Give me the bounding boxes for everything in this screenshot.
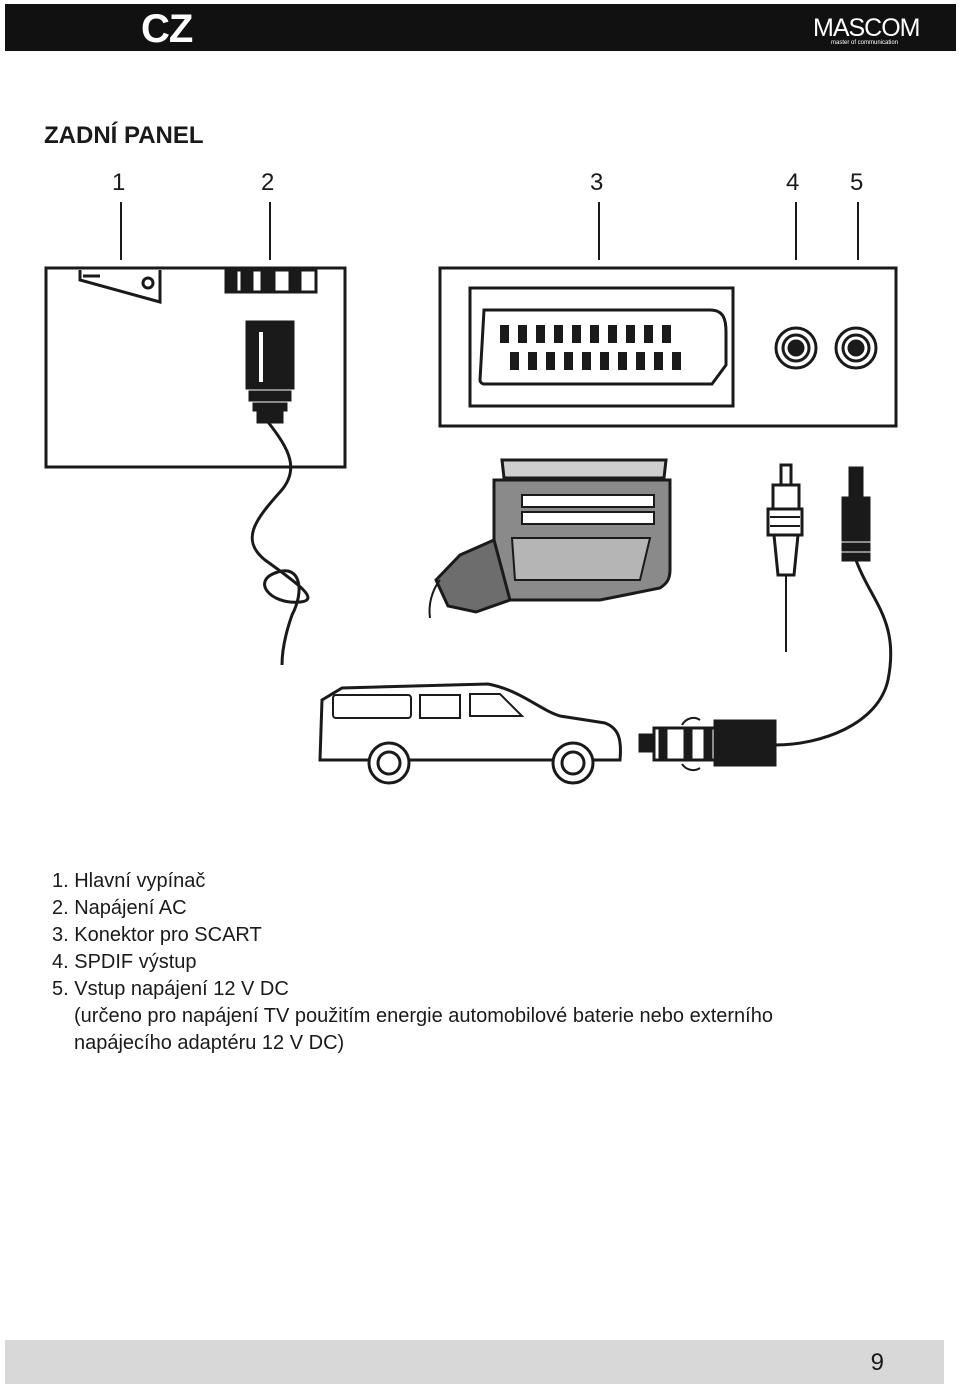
ac-plug-icon xyxy=(245,320,295,424)
page-number: 9 xyxy=(870,1349,884,1376)
scart-socket-icon xyxy=(478,308,728,386)
ac-cable xyxy=(250,421,310,666)
legend-item-4: 4. SPDIF výstup xyxy=(52,951,197,973)
callout-5: 5 xyxy=(850,169,863,196)
main-switch-icon xyxy=(78,270,162,304)
footer-bar xyxy=(5,1340,944,1384)
legend-item-5: 5. Vstup napájení 12 V DC xyxy=(52,978,289,1000)
header-bar: CZ MASCOM master of communication xyxy=(5,4,956,51)
brand-name: MASCOM xyxy=(813,14,920,42)
callout-4: 4 xyxy=(786,169,799,196)
brand-tagline: master of communication xyxy=(831,40,898,46)
legend-note-line-1: (určeno pro napájení TV použitím energie… xyxy=(74,1005,773,1027)
rca-plug-icon xyxy=(766,463,804,652)
car-icon xyxy=(318,682,622,785)
leader-lines xyxy=(120,202,859,260)
callout-3: 3 xyxy=(590,169,603,196)
callout-1: 1 xyxy=(112,169,125,196)
legend-note-line-2: napájecího adaptéru 12 V DC) xyxy=(74,1032,345,1054)
legend-item-3: 3. Konektor pro SCART xyxy=(52,924,262,946)
spdif-socket-icon xyxy=(774,326,818,370)
dc-plug-icon xyxy=(774,466,893,747)
legend: 1. Hlavní vypínač 2. Napájení AC 3. Kone… xyxy=(52,868,902,1057)
legend-item-1: 1. Hlavní vypínač xyxy=(52,870,206,892)
brand-logo: MASCOM master of communication xyxy=(813,14,921,46)
language-code: CZ xyxy=(141,7,193,51)
scart-plug-icon xyxy=(428,458,672,619)
left-panel xyxy=(44,266,347,666)
legend-item-2: 2. Napájení AC xyxy=(52,897,187,919)
car-lighter-plug-icon xyxy=(638,716,777,772)
dc-input-socket-icon xyxy=(834,326,878,370)
page-title: ZADNÍ PANEL xyxy=(44,122,204,149)
callout-2: 2 xyxy=(261,169,274,196)
rear-panel-diagram: 1 2 3 4 5 xyxy=(44,169,898,785)
callout-numbers: 1 2 3 4 5 xyxy=(112,169,863,196)
ac-socket-icon xyxy=(224,268,318,294)
right-panel xyxy=(438,266,898,428)
